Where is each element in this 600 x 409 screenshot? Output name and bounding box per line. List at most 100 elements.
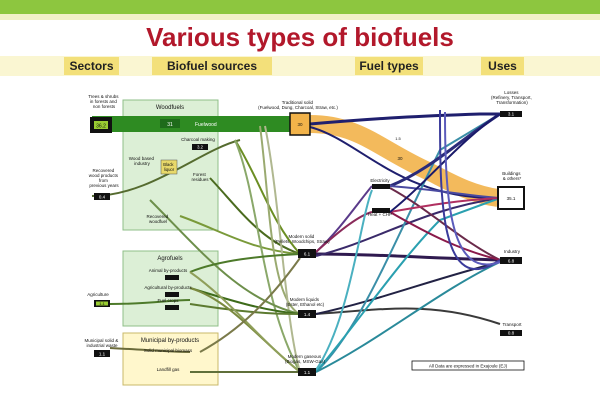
modern-gaseous-node [298,368,316,376]
agri-byproducts-node [165,292,179,297]
flow-gas-losses [315,113,501,373]
fuel-type-nodes: Traditional solid (Fuelwood, Dung, Charc… [258,100,403,376]
solid-municipal-biomass-label: Solid municipal biomass [144,348,193,353]
black-liquor-box [160,159,178,175]
modern-liquids-node [298,310,316,318]
buildings-value: 35.1 [507,196,516,201]
animal-byproducts-node [165,275,179,280]
modern-solid-node [298,249,316,258]
modern-gaseous-value: 1.1 [304,370,311,375]
modern-liquids-label: Modern liquids (Ester, Ethanol etc) [286,297,325,307]
header-sectors: Sectors [64,57,119,75]
flow-modern-solid-buildings [315,197,501,257]
flow-animal-modern-solid [189,253,301,273]
agriculture-value: 1.1 [99,301,105,306]
recovered-sector-label: Recovered wood products from previous ye… [89,168,120,188]
buildings-label: Buildings & others* [502,171,522,181]
black-liquor-label: Black liquor [163,162,174,172]
municipal-node [94,350,110,357]
sector-nodes: Trees & shrubs in forests and non forest… [84,94,119,357]
charcoal-value: 3.2 [197,145,203,150]
modern-solid-label: Modern solid (Pellets, Woodchips, Straw) [274,234,330,244]
losses-node [500,111,522,117]
agrofuels-group-box [122,250,219,327]
flow-heat-industry [389,211,501,261]
header-band [0,56,600,76]
agrofuels-group-label: Agrofuels [157,256,182,262]
footnote-box [411,360,525,371]
traditional-to-losses-flow [309,112,500,126]
trees-value: 36.2 [96,124,106,130]
animal-byproducts-label: Animal by-products [149,268,188,273]
trees-sector-label: Trees & shrubs in forests and non forest… [88,94,120,109]
landfill-gas-label: Landfill gas [157,367,181,372]
recovered-node [94,193,110,200]
forest-residues-label: Forest residues [191,172,209,182]
modern-liquids-value: 1.4 [304,312,311,317]
flow-wood-modern-gas [234,139,301,373]
top-accent-stripe [0,14,600,20]
modern-solid-value: 6.1 [304,252,311,257]
flow-gas-electricity [315,189,373,371]
modern-gaseous-label: Modern gaseous (Biogas, MSW-Gas) [285,354,325,364]
flow-msw-modern-solid [199,257,301,353]
electricity-label: Electricity [370,178,390,183]
flow-liquids-transport [315,307,501,325]
municipal-group-box [122,332,219,386]
transport-label: Transport [502,322,522,327]
flow-recovered-modern-solid [179,215,301,255]
charcoal-making-label: Charcoal making [181,137,215,142]
flow-modern-solid-heat [315,211,373,253]
flow-gas-industry [315,261,501,373]
flow-municipal-biomass [109,347,191,353]
flow-gas-buildings [315,197,501,373]
woodfuels-group-label: Woodfuels [156,105,184,111]
electricity-node [372,184,390,189]
flow-agriculture-crops [109,299,191,305]
slide-title: Various types of biofuels [146,22,454,52]
flow-heat-buildings [389,197,501,213]
wood-industry-label: Wood based industry [129,156,155,166]
recovered-woodfuel-label: Recovered woodfuel [146,214,169,224]
heat-chp-label: Heat + CHP [368,212,392,217]
header-fuel-types: Fuel types [355,57,423,75]
header-uses: Uses [481,57,524,75]
top-accent-bar [0,0,600,14]
header-biofuel-sources: Biofuel sources [152,57,272,75]
heat-chp-node [372,208,390,213]
industry-node [500,257,522,264]
industry-value: 6.8 [508,259,515,264]
agricultural-byproducts-label: Agricultural by-products [144,285,192,290]
fuel-crops-label: Fuel crops [157,298,179,303]
municipal-value: 1.1 [99,352,106,357]
flow-buildings-value: 30 [397,156,403,161]
losses-value: 3.1 [508,112,515,117]
transport-value: 0.8 [508,331,515,336]
traditional-solid-value: 30 [297,122,303,127]
flow-charcoal-modern-solid [234,139,301,255]
use-nodes: Losses (Refinery, Transport, Transformat… [491,90,533,336]
recovered-value: 0.4 [99,195,106,200]
agriculture-sector-label: Agriculture [87,292,109,297]
transport-node [500,330,522,336]
trees-node-inner [94,121,108,129]
flow-wood-gas-2 [264,125,301,373]
agriculture-node-inner [96,301,108,306]
municipal-sector-label: Municipal solid & industrial waste [84,338,119,348]
fuelwood-value-box [160,119,180,128]
flow-losses-value: 1.5 [395,136,401,141]
connector-flows [109,125,301,373]
municipal-group-label: Municipal by-products [141,338,199,344]
buildings-node [497,186,525,210]
traditional-to-buildings-thin-flow [309,126,501,200]
flow-crops-modern-liquids [189,303,301,315]
flow-vertical-bundle-1 [439,109,501,270]
flow-wood-modern-liquids [259,125,301,315]
flow-vertical-bundle-2 [444,111,501,266]
industry-label: Industry [504,249,521,254]
fuel-crops-node [165,305,179,310]
source-labels: 31 Fuelwood Charcoal making 3.2 Wood bas… [129,119,217,372]
fuelwood-value: 31 [167,122,173,128]
losses-label: Losses (Refinery, Transport, Transformat… [491,90,533,105]
